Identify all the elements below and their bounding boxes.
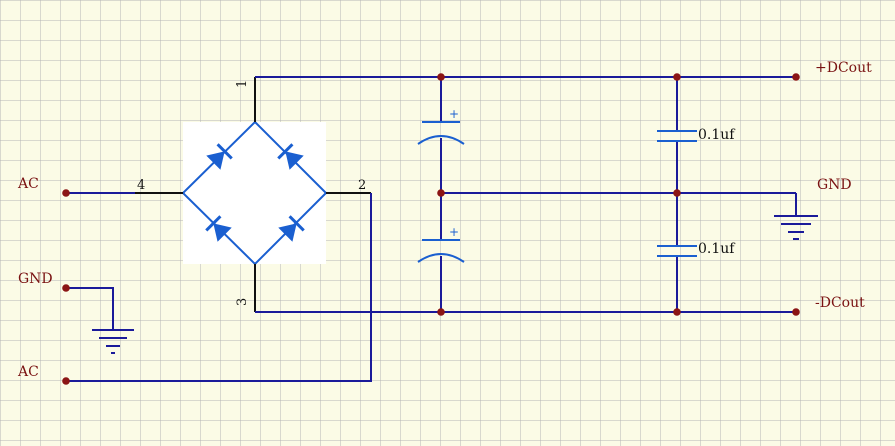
net-label-ac-top: AC — [17, 176, 39, 192]
net-label-dc-minus: -DCout — [815, 295, 865, 311]
pin1-number: 1 — [235, 80, 250, 88]
pin4-number: 4 — [137, 178, 145, 193]
diode-icon — [206, 143, 233, 170]
net-label-gnd-left: GND — [18, 271, 53, 287]
polarity-mark: + — [449, 225, 459, 239]
cap-bottom-value: 0.1uf — [698, 241, 736, 257]
pin3-number: 3 — [235, 298, 250, 306]
polarized-capacitor-icon[interactable] — [417, 121, 465, 145]
terminal-node[interactable] — [792, 73, 800, 81]
terminal-node[interactable] — [62, 377, 70, 385]
polarity-mark: + — [449, 107, 459, 121]
ground-icon — [92, 329, 134, 354]
capacitor-icon[interactable] — [657, 245, 697, 257]
capacitor-icon[interactable] — [657, 130, 697, 142]
net-label-ac-bottom: AC — [17, 364, 39, 380]
net-label-gnd-right: GND — [817, 177, 852, 193]
diode-icon — [277, 143, 304, 170]
ground-icon — [774, 215, 818, 240]
junction-node — [673, 308, 681, 316]
junction-node — [437, 308, 445, 316]
terminal-node[interactable] — [62, 284, 70, 292]
pin2-number: 2 — [358, 178, 366, 193]
junction-node — [673, 189, 681, 197]
junction-node — [437, 189, 445, 197]
wire — [66, 193, 372, 382]
net-label-dc-plus: +DCout — [815, 60, 872, 76]
rectifier-body — [183, 122, 326, 264]
bridge-rectifier-icon[interactable] — [181, 121, 328, 266]
junction-node — [437, 73, 445, 81]
terminal-node[interactable] — [62, 189, 70, 197]
terminal-node[interactable] — [792, 308, 800, 316]
diode-icon — [205, 215, 232, 242]
polarized-capacitor-icon[interactable] — [417, 239, 465, 263]
cap-top-value: 0.1uf — [698, 127, 736, 143]
diode-icon — [278, 215, 305, 242]
wire — [66, 287, 114, 330]
junction-node — [673, 73, 681, 81]
